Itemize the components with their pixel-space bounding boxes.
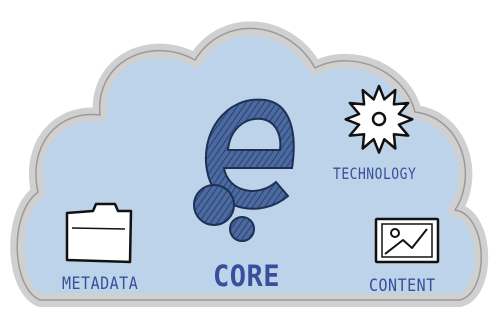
image-icon [374,217,440,264]
core-label: CORE [213,259,281,294]
gear-icon [344,84,414,154]
technology-label: TECHNOLOGY [333,165,417,184]
folder-icon [65,202,133,264]
metadata-label: METADATA [62,272,139,294]
core-logo [193,98,295,242]
content-label: CONTENT [369,274,436,296]
